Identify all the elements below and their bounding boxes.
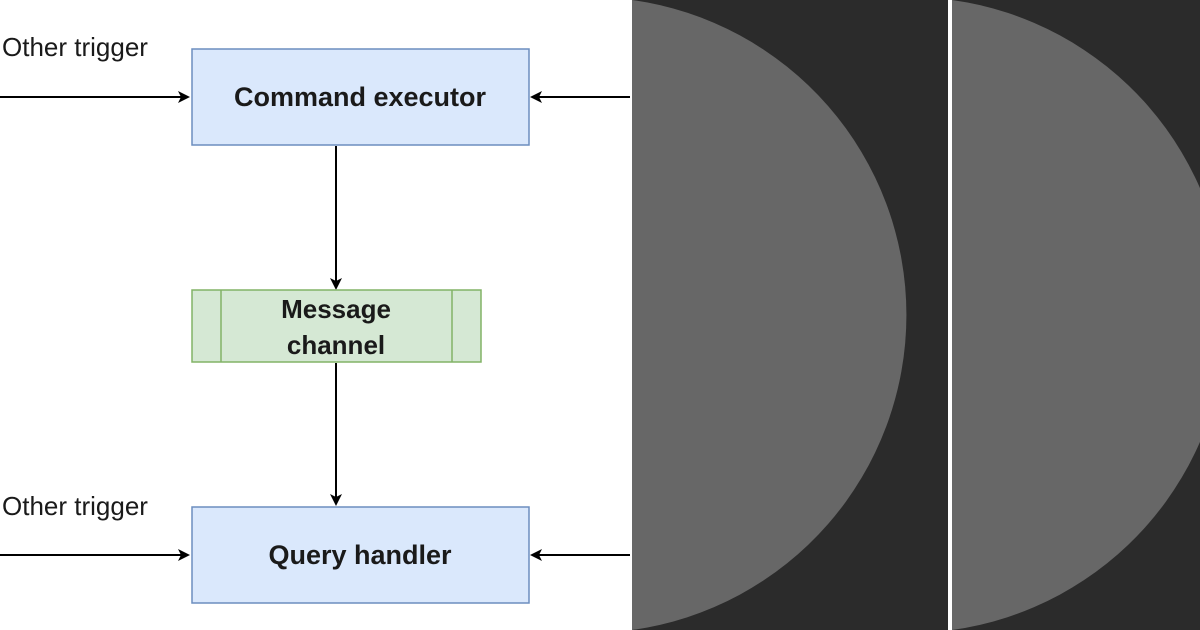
half-circle-left — [632, 0, 907, 630]
query-handler-box — [191, 506, 530, 604]
right-panels — [632, 0, 1200, 630]
command-executor-label: Command executor — [234, 82, 487, 112]
message-channel-label-line1: Message — [281, 294, 391, 324]
query-handler-label: Query handler — [268, 540, 452, 570]
panel-divider — [948, 0, 952, 630]
panel-right-shape — [952, 0, 1200, 630]
node-query-handler: Query handler — [191, 506, 530, 604]
message-channel-label-line2: channel — [287, 330, 385, 360]
message-channel-box — [191, 289, 482, 363]
other-trigger-bottom-label: Other trigger — [2, 491, 148, 521]
node-command-executor: Command executor — [191, 48, 530, 146]
command-executor-box — [191, 48, 530, 146]
node-message-channel: Message channel — [191, 289, 482, 363]
other-trigger-top-label: Other trigger — [2, 32, 148, 62]
panel-left-shape — [632, 0, 907, 630]
half-circle-right — [952, 0, 1200, 630]
connectors — [0, 91, 630, 561]
